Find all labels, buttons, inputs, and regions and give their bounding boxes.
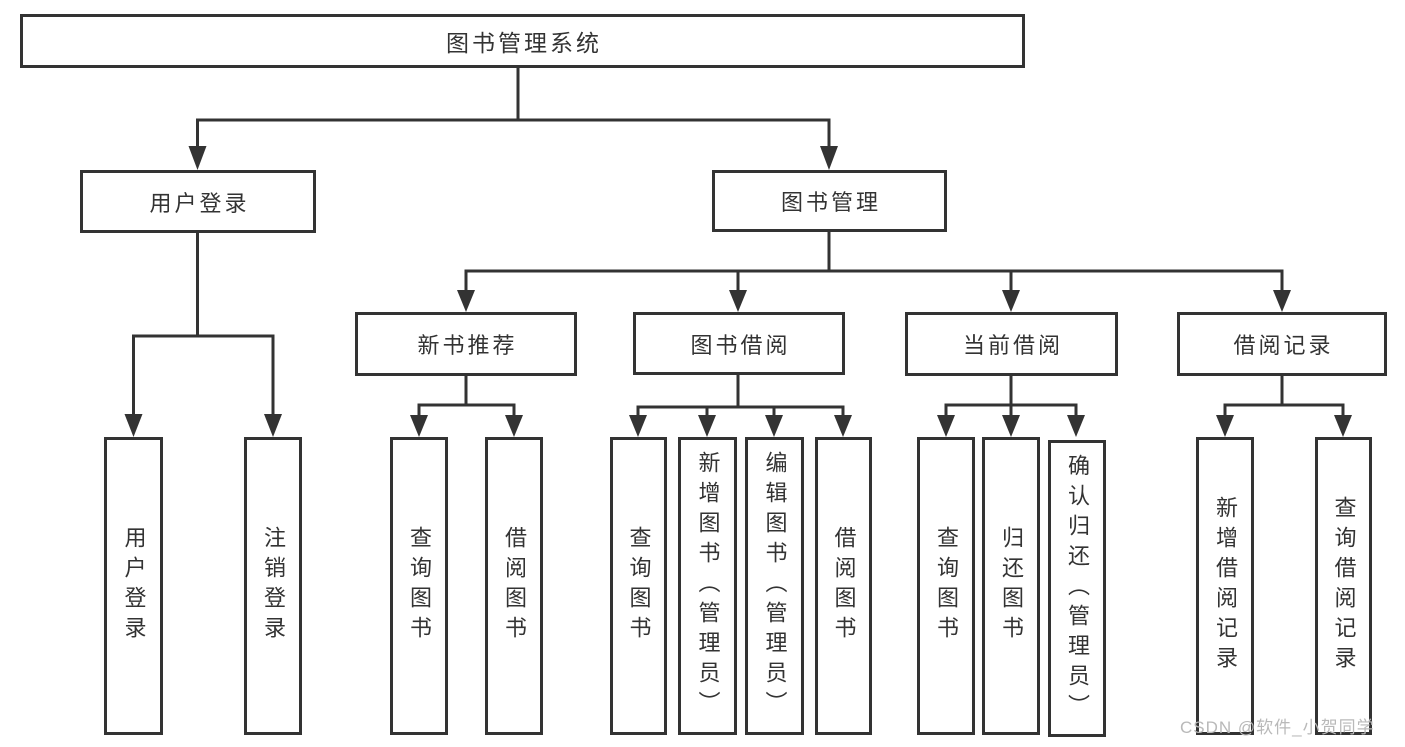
node-leaf-query-books-current: 查询图书 [917,437,975,735]
node-leaf-query-books-recommend: 查询图书 [390,437,448,735]
node-leaf-edit-book-admin: 编辑图书（管理员） [745,437,804,735]
watermark: CSDN @软件_小贺同学 [1180,718,1375,737]
node-leaf-return-books: 归还图书 [982,437,1040,735]
node-borrowing-records: 借阅记录 [1177,312,1387,376]
node-book-management: 图书管理 [712,170,947,232]
node-leaf-user-login: 用户登录 [104,437,163,735]
node-new-book-recommendation: 新书推荐 [355,312,577,376]
node-library-management-system: 图书管理系统 [20,14,1025,68]
node-leaf-add-borrow-record: 新增借阅记录 [1196,437,1254,735]
node-book-borrowing: 图书借阅 [633,312,845,375]
node-leaf-borrow-books: 借阅图书 [815,437,872,735]
arrowheads [124,146,1352,437]
node-leaf-confirm-return-admin: 确认归还（管理员） [1048,440,1106,737]
node-leaf-query-books-borrowing: 查询图书 [610,437,667,735]
node-leaf-add-book-admin: 新增图书（管理员） [678,437,737,735]
node-leaf-query-borrow-record: 查询借阅记录 [1315,437,1372,735]
node-leaf-logout: 注销登录 [244,437,302,735]
node-user-login: 用户登录 [80,170,316,233]
node-leaf-borrow-books-recommend: 借阅图书 [485,437,543,735]
node-current-borrowing: 当前借阅 [905,312,1118,376]
